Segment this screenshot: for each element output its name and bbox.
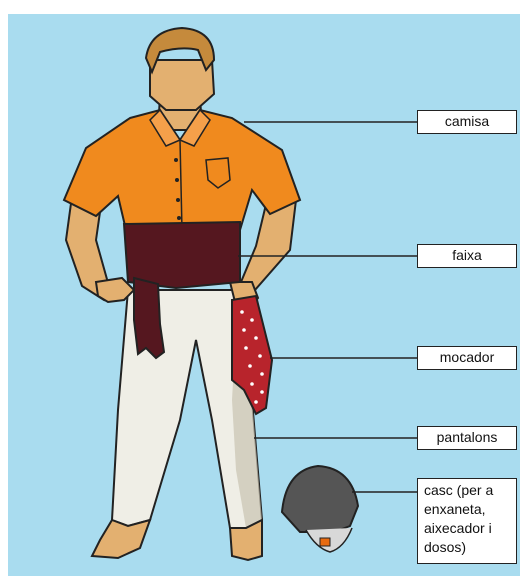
label-camisa: camisa [417,110,517,134]
helmet [282,466,358,552]
sash [124,222,240,288]
label-mocador: mocador [417,346,517,370]
label-pantalons: pantalons [417,426,517,450]
label-faixa: faixa [417,244,517,268]
label-casc: casc (per a enxaneta, aixecador i dosos) [417,478,517,564]
left-foot [92,520,150,558]
